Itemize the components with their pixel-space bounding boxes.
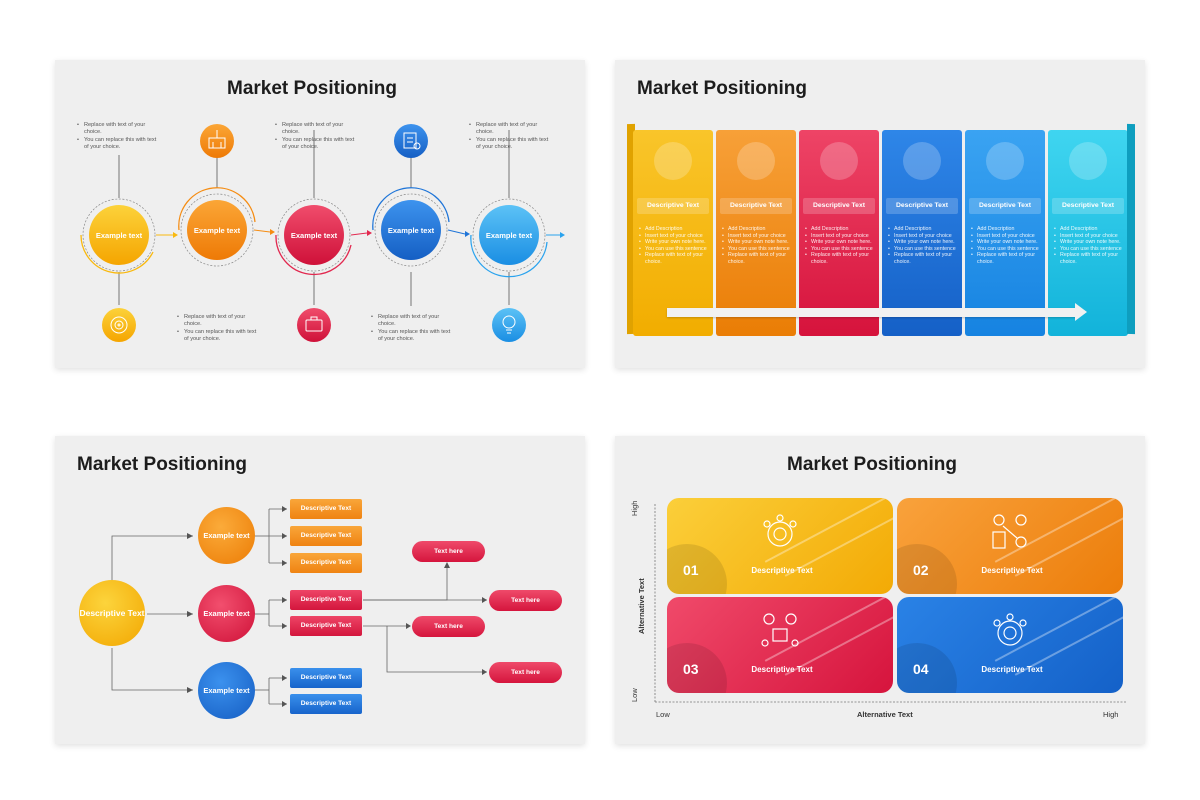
y-axis-high: High (630, 500, 639, 516)
note: Replace with text of your choice.You can… (77, 122, 157, 152)
tree-node: Example text (198, 585, 255, 642)
tree-node: Example text (198, 507, 255, 564)
slide-title: Market Positioning (787, 454, 957, 475)
flow-diagram (80, 124, 565, 342)
quadrant-04: 04 Descriptive Text (897, 597, 1123, 693)
target-icon (102, 308, 136, 342)
flow-circle (187, 200, 247, 260)
slide-title: Market Positioning (227, 78, 397, 99)
quadrant-03: 03 Descriptive Text (667, 597, 893, 693)
note: Replace with text of your choice.You can… (177, 314, 259, 344)
team-gear-icon (993, 613, 1027, 646)
root-node: Descriptive Text (79, 580, 145, 646)
note: Replace with text of your choice.You can… (371, 314, 453, 344)
x-axis-high: High (1103, 710, 1119, 719)
column: Descriptive Text Add DescriptionInsert t… (633, 130, 713, 336)
checklist-icon (654, 142, 692, 180)
settings-panel-icon (986, 142, 1024, 180)
chart-icon (737, 142, 775, 180)
column: Descriptive Text Add DescriptionInsert t… (716, 130, 796, 336)
text-pill: Text here (412, 616, 485, 637)
building-icon (200, 124, 234, 158)
axes (654, 504, 1127, 703)
y-axis-low: Low (630, 688, 639, 702)
flow-label: Example text (290, 231, 338, 240)
gear-icon (903, 142, 941, 180)
box-label: Descriptive Text (290, 616, 362, 636)
column: Descriptive Text Add DescriptionInsert t… (882, 130, 962, 336)
slide-columns: Market Positioning Descriptive Text Add … (615, 60, 1145, 368)
box-label: Descriptive Text (290, 526, 362, 546)
flow-label: Example text (485, 231, 533, 240)
slide-title: Market Positioning (77, 454, 247, 475)
slide-title: Market Positioning (637, 78, 807, 99)
briefcase-icon (297, 308, 331, 342)
y-axis-label: Alternative Text (637, 578, 646, 634)
timeline-arrow (667, 308, 1077, 317)
note: Replace with text of your choice.You can… (469, 122, 549, 152)
box-label: Descriptive Text (290, 553, 362, 573)
flow-label: Example text (193, 226, 241, 235)
slide-circular-flow: Market Positioning (55, 60, 585, 368)
flow-circle (89, 205, 149, 265)
text-pill: Text here (489, 662, 562, 683)
document-icon (394, 124, 428, 158)
flow-circle (479, 205, 539, 265)
network-people-icon (992, 514, 1027, 549)
column: Descriptive Text Add DescriptionInsert t… (1048, 130, 1128, 336)
x-axis-low: Low (656, 710, 670, 719)
team-gear-icon (763, 514, 797, 547)
text-pill: Text here (412, 541, 485, 562)
box-label: Descriptive Text (290, 668, 362, 688)
note: Replace with text of your choice.You can… (275, 122, 355, 152)
flow-circle (284, 205, 344, 265)
tree-connectors (111, 506, 487, 707)
arrow-head-icon (1075, 303, 1087, 321)
box-label: Descriptive Text (290, 590, 362, 610)
x-axis-label: Alternative Text (857, 710, 913, 719)
brain-icon (1069, 142, 1107, 180)
slide-quadrant-matrix: Market Positioning High Low Alternative … (615, 436, 1145, 744)
flow-label: Example text (95, 231, 143, 240)
flow-label: Example text (387, 226, 435, 235)
box-label: Descriptive Text (290, 694, 362, 714)
text-pill: Text here (489, 590, 562, 611)
flow-circle (381, 200, 441, 260)
slide-tree: Market Positioning Descri (55, 436, 585, 744)
clipboard-icon (820, 142, 858, 180)
tree-node: Example text (198, 662, 255, 719)
people-network-icon (761, 613, 799, 647)
column: Descriptive Text Add DescriptionInsert t… (965, 130, 1045, 336)
box-label: Descriptive Text (290, 499, 362, 519)
quadrant-01: 01 Descriptive Text (667, 498, 893, 594)
idea-icon (492, 308, 526, 342)
column: Descriptive Text Add DescriptionInsert t… (799, 130, 879, 336)
quadrant-02: 02 Descriptive Text (897, 498, 1123, 594)
